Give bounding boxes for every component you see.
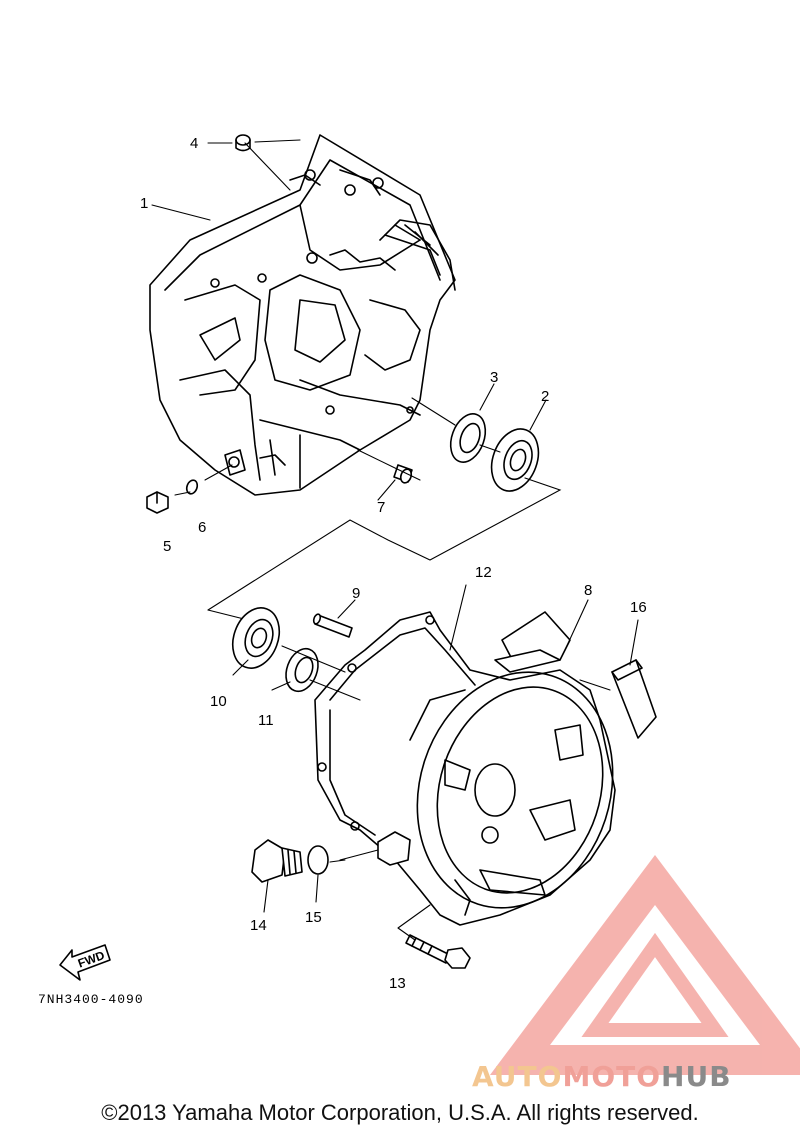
watermark-logo [490,855,800,1075]
callout-4: 4 [190,135,198,152]
crankcase-upper [149,134,456,496]
part-16-pad [611,659,657,739]
callout-numbers: 1 2 3 4 5 6 7 8 9 10 11 12 13 14 15 16 [140,135,647,992]
part-11-oil-seal [285,647,319,693]
part-15-o-ring [307,845,329,875]
callout-5: 5 [163,538,171,555]
callout-13: 13 [389,975,406,992]
watermark-text: AUTOMOTOHUB [472,1060,732,1093]
callout-6: 6 [198,519,206,536]
callout-15: 15 [305,909,322,926]
part-3-oil-seal [449,413,487,463]
part-9-stud-bolt [312,613,353,638]
part-2-bearing [490,428,540,492]
callout-11: 11 [258,712,274,729]
svg-text:AUTOMOTOHUB: AUTOMOTOHUB [472,1060,732,1093]
callout-2: 2 [541,388,549,405]
callout-8: 8 [584,582,592,599]
callout-10: 10 [210,693,227,710]
callout-7: 7 [377,499,385,516]
part-5-drain-bolt [146,491,169,514]
part-14-filler-plug [251,839,303,883]
part-10-bearing [231,607,281,669]
watermark-auto: AUTO [472,1060,562,1093]
part-4-cap [235,134,251,152]
watermark-hub: HUB [661,1060,732,1093]
assembly-guide-lines [151,139,562,621]
part-13-flange-bolt [405,934,471,969]
fwd-direction-arrow: FWD [59,944,111,981]
callout-12: 12 [475,564,492,581]
filler-boss [377,831,411,866]
callout-1: 1 [140,195,148,212]
crankcase-cover-12 [314,611,616,926]
callout-9: 9 [352,585,360,602]
lower-guide-lines [232,584,639,941]
part-8-plate [494,611,571,673]
part-6-washer [185,479,199,495]
callout-16: 16 [630,599,647,616]
watermark-moto: MOTO [562,1060,661,1093]
part-7-dowel-pin [393,464,413,484]
copyright-notice: ©2013 Yamaha Motor Corporation, U.S.A. A… [101,1100,699,1125]
callout-14: 14 [250,917,267,934]
diagram-code: 7NH3400-4090 [38,992,144,1007]
callout-3: 3 [490,369,498,386]
